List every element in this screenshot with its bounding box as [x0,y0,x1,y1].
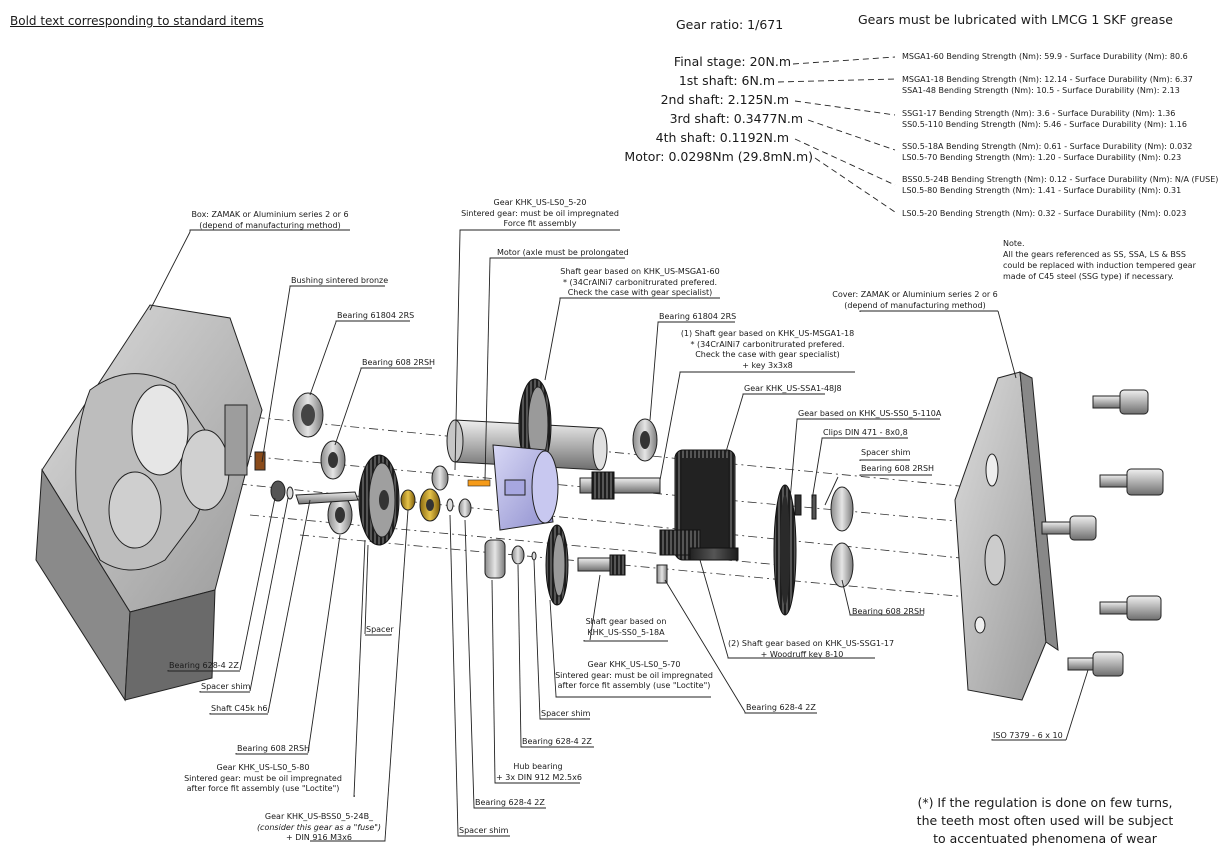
torque-1st: 1st shaft: 6N.m [678,73,775,88]
label-motor: Motor (axle must be prolongated [497,248,629,257]
strength-msga18: MSGA1-18 Bending Strength (Nm): 12.14 - … [902,75,1193,84]
label-shaft-msga18: (1) Shaft gear based on KHK_US-MSGA1-18*… [680,329,855,370]
legend-note: Bold text corresponding to standard item… [10,14,264,28]
label-spacer-shim-right: Spacer shim [861,448,911,457]
label-box: Box: ZAMAK or Aluminium series 2 or 6(de… [191,210,349,230]
note-line: could be replaced with induction tempere… [1003,261,1196,270]
strength-ls20: LS0.5-20 Bending Strength (Nm): 0.32 - S… [902,209,1187,218]
cover-plate [954,371,1059,701]
label-bushing: Bushing sintered bronze [291,276,389,285]
torque-4th: 4th shaft: 0.1192N.m [655,130,789,145]
strength-ls70: LS0.5-70 Bending Strength (Nm): 1.20 - S… [902,153,1182,162]
label-hub-bearing: Hub bearing+ 3x DIN 912 M2.5x6 [496,762,582,782]
torque-motor: Motor: 0.0298Nm (29.8mN.m) [624,149,813,164]
label-bearing-608-top: Bearing 608 2RSH [362,358,436,367]
strength-ls80: LS0.5-80 Bending Strength (Nm): 1.41 - S… [902,186,1182,195]
label-shaft-c45: Shaft C45k h6 [211,704,268,713]
label-bearing-608-right-top: Bearing 608 2RSH [861,464,935,473]
label-spacer-shim-mid: Spacer shim [541,709,591,718]
note-line: All the gears referenced as SS, SSA, LS … [1003,250,1186,259]
torque-3rd: 3rd shaft: 0.3477N.m [669,111,803,126]
label-gear-bss24: Gear KHK_US-BSS0_5-24B_(consider this ge… [256,812,382,842]
label-spacer-shim-left: Spacer shim [201,682,251,691]
strength-msga60: MSGA1-60 Bending Strength (Nm): 59.9 - S… [902,52,1188,61]
label-spacer-shim-bottom: Spacer shim [459,826,509,835]
strength-ssa48: SSA1-48 Bending Strength (Nm): 10.5 - Su… [902,86,1180,95]
strength-bss24b: BSS0.5-24B Bending Strength (Nm): 0.12 -… [902,175,1219,184]
label-clips: Clips DIN 471 - 8x0,8 [823,428,908,437]
screws [1041,389,1164,677]
label-bearing-628-bottom: Bearing 628-4 2Z [475,798,545,807]
label-shaft-msga60: Shaft gear based on KHK_US-MSGA1-60* (34… [560,267,720,297]
label-cover: Cover: ZAMAK or Aluminium series 2 or 6(… [832,290,998,310]
label-bearing-608-bottom: Bearing 608 2RSH [237,744,311,753]
label-bearing-628-mid: Bearing 628-4 2Z [522,737,592,746]
label-iso-screw: ISO 7379 - 6 x 10 [993,731,1063,740]
torque-2nd: 2nd shaft: 2.125N.m [660,92,789,107]
label-bearing-608-right-bottom: Bearing 608 2RSH [852,607,926,616]
strength-ssg17: SSG1-17 Bending Strength (Nm): 3.6 - Sur… [902,109,1176,118]
label-shaft-ssg17: (2) Shaft gear based on KHK_US-SSG1-17+ … [728,639,895,659]
label-spacer: Spacer [366,625,394,634]
footnote: (*) If the regulation is done on few tur… [916,795,1174,846]
label-bearing-628-left: Bearing 628-4 2Z [169,661,239,670]
motor [492,444,559,531]
strength-ss18a: SS0.5-18A Bending Strength (Nm): 0.61 - … [902,142,1193,151]
label-gear-ssa48: Gear KHK_US-SSA1-48J8 [744,384,842,393]
label-bearing-628-right: Bearing 628-4 2Z [746,703,816,712]
label-bearing-61804-left: Bearing 61804 2RS [337,311,415,320]
gear-ratio: Gear ratio: 1/671 [676,17,784,32]
strength-ss110: SS0.5-110 Bending Strength (Nm): 5.46 - … [902,120,1187,129]
label-bearing-61804-right: Bearing 61804 2RS [659,312,737,321]
lubrication-note: Gears must be lubricated with LMCG 1 SKF… [858,12,1173,27]
note-title: Note. [1003,239,1025,248]
note-line: made of C45 steel (SSG type) if necessar… [1003,272,1174,281]
gearbox-housing [35,304,266,702]
label-gear-ss110: Gear based on KHK_US-SS0_5-110A [798,409,942,418]
torque-final: Final stage: 20N.m [673,54,791,69]
